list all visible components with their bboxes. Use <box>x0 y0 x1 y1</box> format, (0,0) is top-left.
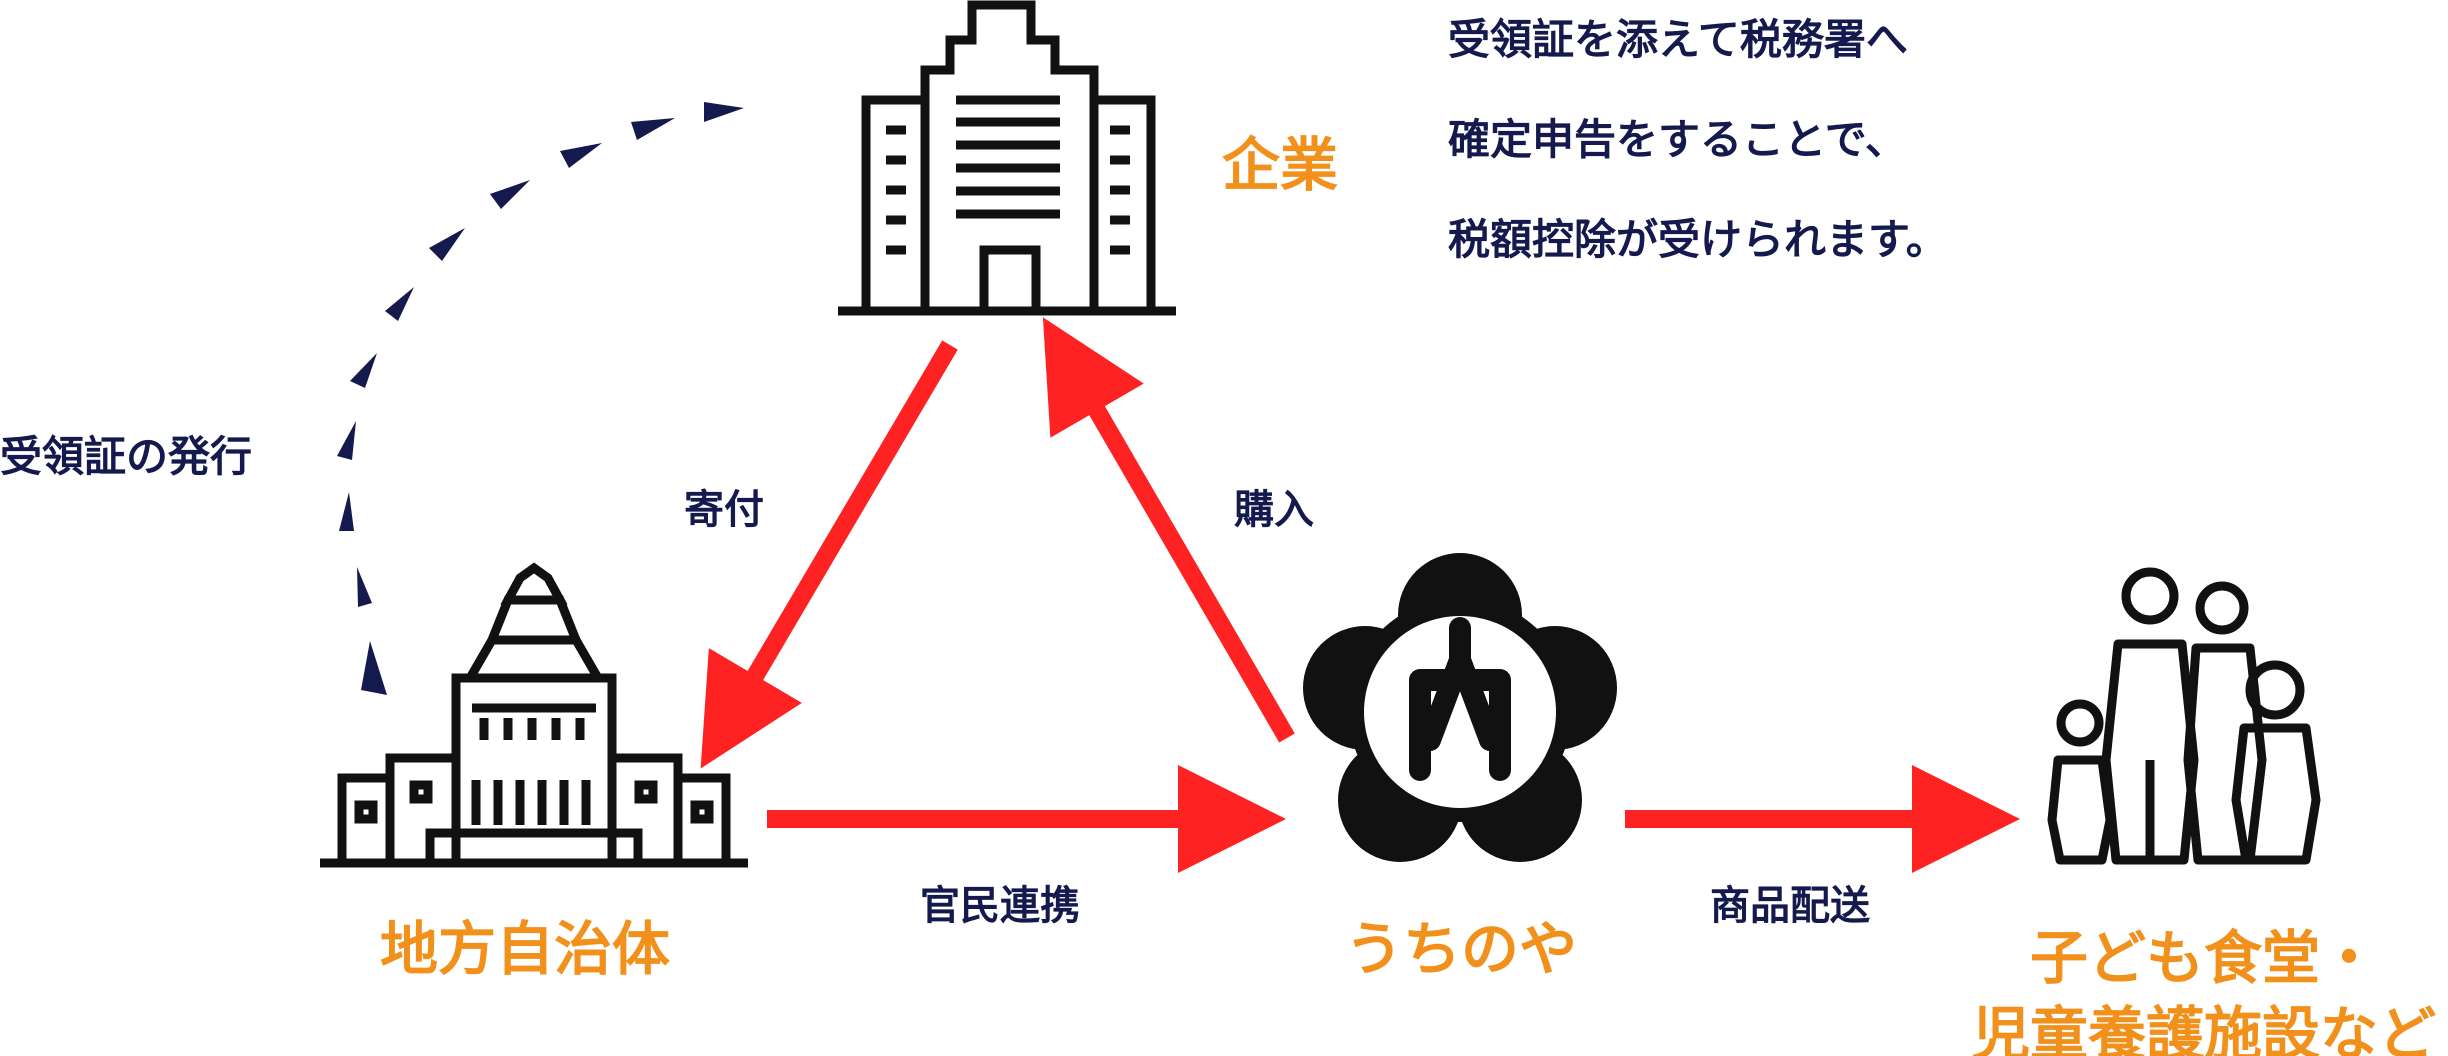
company-label: 企業 <box>1222 131 1339 199</box>
plum-crest-logo-icon <box>1303 553 1617 862</box>
donation-label: 寄付 <box>684 487 764 533</box>
receipt-dashed-arrow <box>337 102 744 695</box>
delivery-label: 商品配送 <box>1710 883 1870 929</box>
tax-note: 受領証を添えて税務署へ 確定申告をすることで、 税額控除が受けられます。 <box>1448 10 2428 310</box>
purchase-label: 購入 <box>1234 487 1314 533</box>
uchinoya-label: うちのや <box>1345 915 1578 983</box>
kodomo-shokudo-label: 子ども食堂・ 児童養護施設など <box>1960 920 2448 1056</box>
tax-note-line-3: 税額控除が受けられます。 <box>1448 215 1948 264</box>
family-icon <box>2047 567 2321 865</box>
tax-note-line-2: 確定申告をすることで、 <box>1448 115 1908 164</box>
tax-note-line-1: 受領証を添えて税務署へ <box>1448 15 1908 64</box>
receipt-issue-label: 受領証の発行 <box>0 432 253 481</box>
local-government-label: 地方自治体 <box>380 915 671 983</box>
donation-arrow <box>700 340 958 769</box>
purchase-arrow <box>1042 317 1295 743</box>
office-building-icon <box>838 0 1176 316</box>
red-arrows <box>700 317 2020 873</box>
government-building-icon <box>320 562 748 868</box>
kodomo-label-line-2: 児童養護施設など <box>1971 1000 2436 1056</box>
kodomo-label-line-1: 子ども食堂・ <box>2029 924 2378 992</box>
public-private-label: 官民連携 <box>920 883 1080 929</box>
